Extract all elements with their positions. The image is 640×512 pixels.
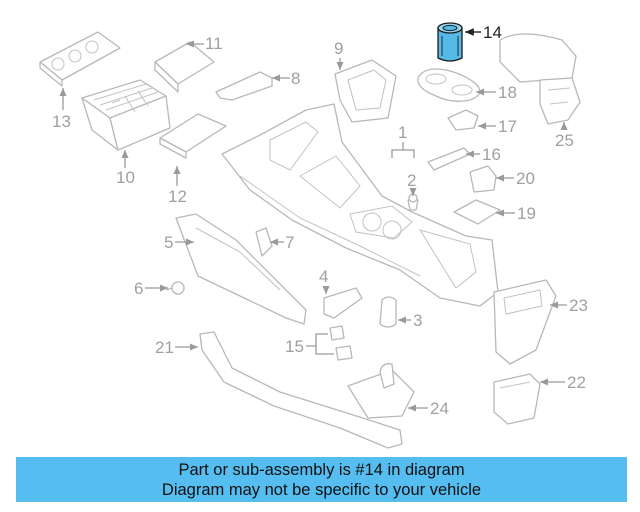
info-banner-line-2: Diagram may not be specific to your vehi… [161, 481, 482, 499]
part-13-switch-panel [39, 31, 121, 87]
part-14-cup-holder [437, 22, 463, 62]
info-banner-line-1: Part or sub-assembly is #14 in diagram [178, 461, 465, 479]
part-10-storage-box [81, 79, 171, 151]
callout-11: 11 [205, 34, 223, 53]
callout-1: 1 [398, 123, 407, 142]
part-19-mat [453, 199, 501, 225]
callout-13: 13 [52, 112, 71, 131]
callout-9: 9 [334, 39, 343, 58]
part-8-bracket [215, 71, 273, 101]
part-2-screw [407, 193, 419, 211]
callout-17: 17 [498, 117, 517, 136]
callout-3: 3 [413, 311, 422, 330]
callout-10: 10 [116, 168, 135, 187]
center-console-main [221, 103, 499, 307]
callout-4: 4 [319, 267, 328, 286]
callout-15: 15 [285, 337, 304, 356]
part-24-shifter [347, 363, 415, 419]
parts-diagram: 11 9 8 13 10 12 14 18 25 17 1 16 2 20 19… [39, 22, 588, 449]
callout-16: 16 [482, 145, 501, 164]
part-17-clip [447, 109, 479, 131]
info-banner: Part or sub-assembly is #14 in diagram D… [16, 457, 627, 502]
callout-5: 5 [164, 233, 173, 252]
part-25-armrest [499, 33, 581, 125]
part-18-cup-insert [417, 68, 481, 102]
callout-6: 6 [134, 279, 143, 298]
callout-18: 18 [498, 83, 517, 102]
part-16-bracket [427, 147, 471, 171]
callouts: 11 9 8 13 10 12 14 18 25 17 1 16 2 20 19… [52, 23, 588, 418]
callout-22: 22 [567, 373, 586, 392]
part-22-storage [493, 373, 541, 425]
part-9-bezel [334, 59, 397, 123]
callout-19: 19 [517, 204, 536, 223]
part-11-tray [154, 41, 215, 93]
part-20-clip [469, 165, 497, 193]
callout-23: 23 [569, 296, 588, 315]
part-6-screw [165, 281, 185, 295]
part-15-clips [329, 325, 353, 361]
callout-24: 24 [430, 399, 449, 418]
callout-14: 14 [483, 23, 502, 42]
part-5-side-panel [175, 213, 307, 325]
part-21-trim-strip [199, 331, 403, 449]
callout-7: 7 [285, 233, 294, 252]
callout-25: 25 [555, 131, 574, 150]
callout-8: 8 [291, 69, 300, 88]
callout-12: 12 [168, 187, 187, 206]
callout-2: 2 [407, 171, 416, 190]
part-7-clip [255, 227, 273, 257]
callout-20: 20 [516, 169, 535, 188]
part-3-cover [379, 296, 397, 328]
part-4-bracket [323, 287, 363, 319]
callout-21: 21 [155, 338, 174, 357]
part-23-rear-vent [493, 279, 557, 365]
part-12-panel [159, 113, 227, 159]
